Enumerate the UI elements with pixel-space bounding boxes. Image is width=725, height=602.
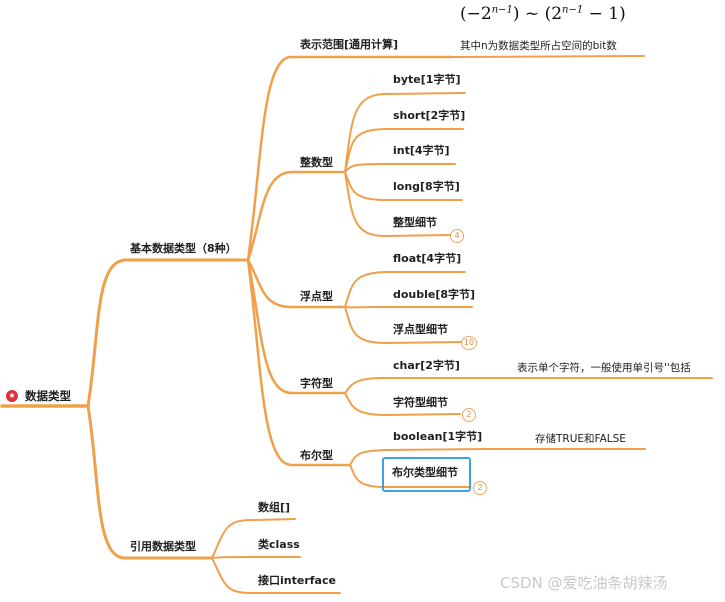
node-reference-types[interactable]: 引用数据类型 <box>130 540 196 553</box>
leaf-char-detail[interactable]: 字符型细节 <box>393 396 448 409</box>
leaf-class[interactable]: 类class <box>258 538 300 551</box>
leaf-byte[interactable]: byte[1字节] <box>393 73 461 86</box>
detail-count-badge[interactable]: 2 <box>462 408 476 422</box>
node-basic-types[interactable]: 基本数据类型（8种） <box>130 242 237 255</box>
leaf-boolean-detail[interactable]: 布尔类型细节 <box>392 466 458 479</box>
leaf-int[interactable]: int[4字节] <box>393 144 450 157</box>
char-note[interactable]: 表示单个字符，一般使用单引号''包括 <box>517 362 691 374</box>
node-integer[interactable]: 整数型 <box>300 156 333 169</box>
formula-exponent: n−1 <box>491 4 513 16</box>
node-boolean[interactable]: 布尔型 <box>300 449 333 462</box>
detail-count-badge[interactable]: 4 <box>450 229 464 243</box>
leaf-array[interactable]: 数组[] <box>258 501 291 514</box>
leaf-float-detail[interactable]: 浮点型细节 <box>393 323 448 336</box>
leaf-integer-detail[interactable]: 整型细节 <box>393 216 437 229</box>
formula-exponent: n−1 <box>562 4 584 16</box>
leaf-short[interactable]: short[2字节] <box>393 109 466 122</box>
leaf-long[interactable]: long[8字节] <box>393 180 460 193</box>
node-range[interactable]: 表示范围[通用计算] <box>300 38 399 51</box>
leaf-double[interactable]: double[8字节] <box>393 288 476 301</box>
leaf-char[interactable]: char[2字节] <box>393 359 460 372</box>
boolean-note[interactable]: 存储TRUE和FALSE <box>535 433 626 445</box>
leaf-float[interactable]: float[4字节] <box>393 252 462 265</box>
range-note[interactable]: 其中n为数据类型所占空间的bit数 <box>460 40 617 52</box>
detail-count-badge[interactable]: 10 <box>461 336 477 350</box>
node-float[interactable]: 浮点型 <box>300 290 333 303</box>
range-formula: (−2n−1) ~ (2n−1 − 1) <box>460 4 626 24</box>
formula-part: (−2 <box>460 4 492 24</box>
detail-count-badge[interactable]: 2 <box>473 481 487 495</box>
root-node[interactable]: 数据类型 <box>25 389 71 403</box>
watermark: CSDN @爱吃油条胡辣汤 <box>500 574 668 592</box>
star-icon: ★ <box>6 390 18 402</box>
selected-node-outline <box>382 457 471 492</box>
formula-part: − 1) <box>583 4 626 24</box>
node-char[interactable]: 字符型 <box>300 377 333 390</box>
leaf-interface[interactable]: 接口interface <box>258 574 336 587</box>
leaf-boolean[interactable]: boolean[1字节] <box>393 430 483 443</box>
formula-part: ) ~ (2 <box>512 4 563 24</box>
